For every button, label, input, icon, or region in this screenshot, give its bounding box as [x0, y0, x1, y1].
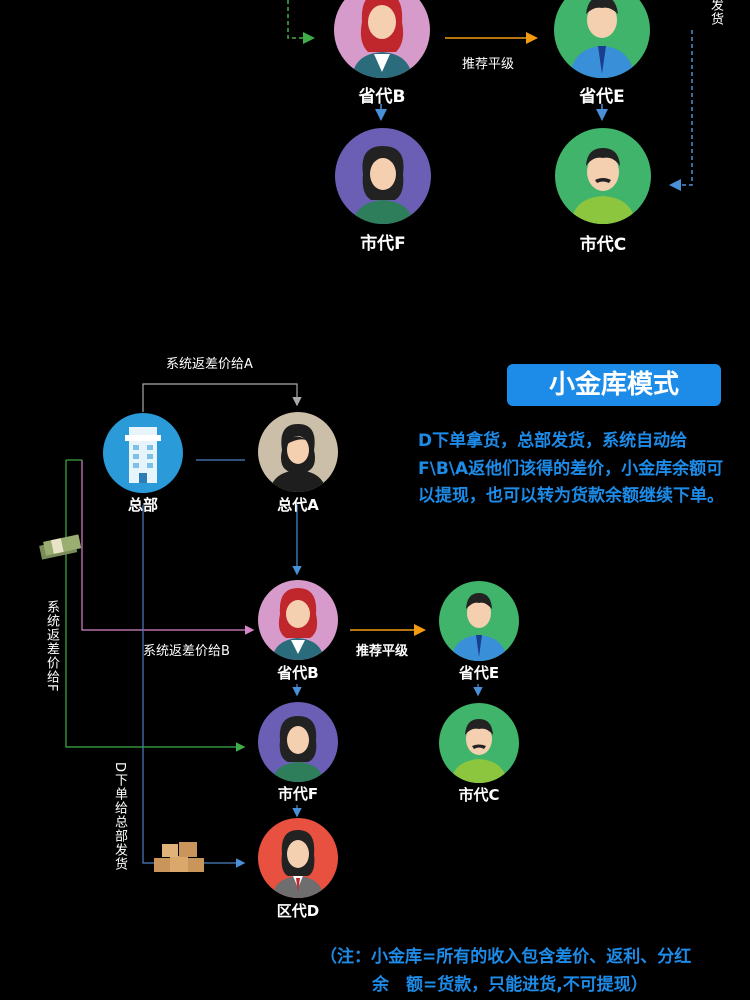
label-a: 总代A	[258, 494, 338, 515]
avatar-f	[258, 702, 338, 782]
avatar-top-f	[335, 128, 431, 224]
building-icon	[103, 413, 183, 493]
top-recommend-label: 推荐平级	[462, 53, 514, 72]
avatar-a	[258, 412, 338, 492]
note-line-1: （注：小金库=所有的收入包含差价、返利、分红	[320, 942, 691, 967]
label-d: 区代D	[258, 900, 338, 921]
avatar-top-c	[555, 128, 651, 224]
avatar-d	[258, 818, 338, 898]
label-top-b: 省代B	[332, 82, 432, 107]
recommend-label: 推荐平级	[356, 640, 408, 659]
label-f: 市代F	[258, 783, 338, 804]
order-d-line	[143, 505, 243, 863]
rebate-b-line	[82, 460, 252, 630]
avatar-b	[258, 580, 338, 660]
money-stack-icon	[38, 528, 82, 560]
label-top-c: 市代C	[553, 230, 653, 255]
rebate-f-label: 系统返差价给F	[42, 600, 61, 692]
label-c: 市代C	[437, 784, 521, 805]
rebate-a-line	[143, 384, 297, 412]
package-boxes-icon	[152, 838, 206, 876]
label-e: 省代E	[437, 662, 521, 683]
label-b: 省代B	[258, 662, 338, 683]
note-line-2: 余 额=货款，只能进货,不可提现）	[372, 970, 648, 995]
title-badge: 小金库模式	[507, 364, 721, 406]
top-delivery-dashed-line	[672, 30, 692, 185]
description-text: D下单拿货，总部发货，系统自动给F\B\A返他们该得的差价，小金库余额可以提现，…	[418, 428, 733, 511]
order-d-label: D下单给总部发货	[110, 762, 129, 871]
rebate-b-label: 系统返差价给B	[143, 640, 230, 659]
rebate-a-label: 系统返差价给A	[166, 353, 253, 372]
top-side-text: 发货	[706, 0, 725, 26]
top-green-dashed-line	[288, 0, 312, 38]
label-top-e: 省代E	[552, 82, 652, 107]
avatar-c	[439, 703, 519, 783]
label-top-f: 市代F	[333, 229, 433, 254]
label-hq: 总部	[103, 494, 183, 515]
avatar-e	[439, 581, 519, 661]
